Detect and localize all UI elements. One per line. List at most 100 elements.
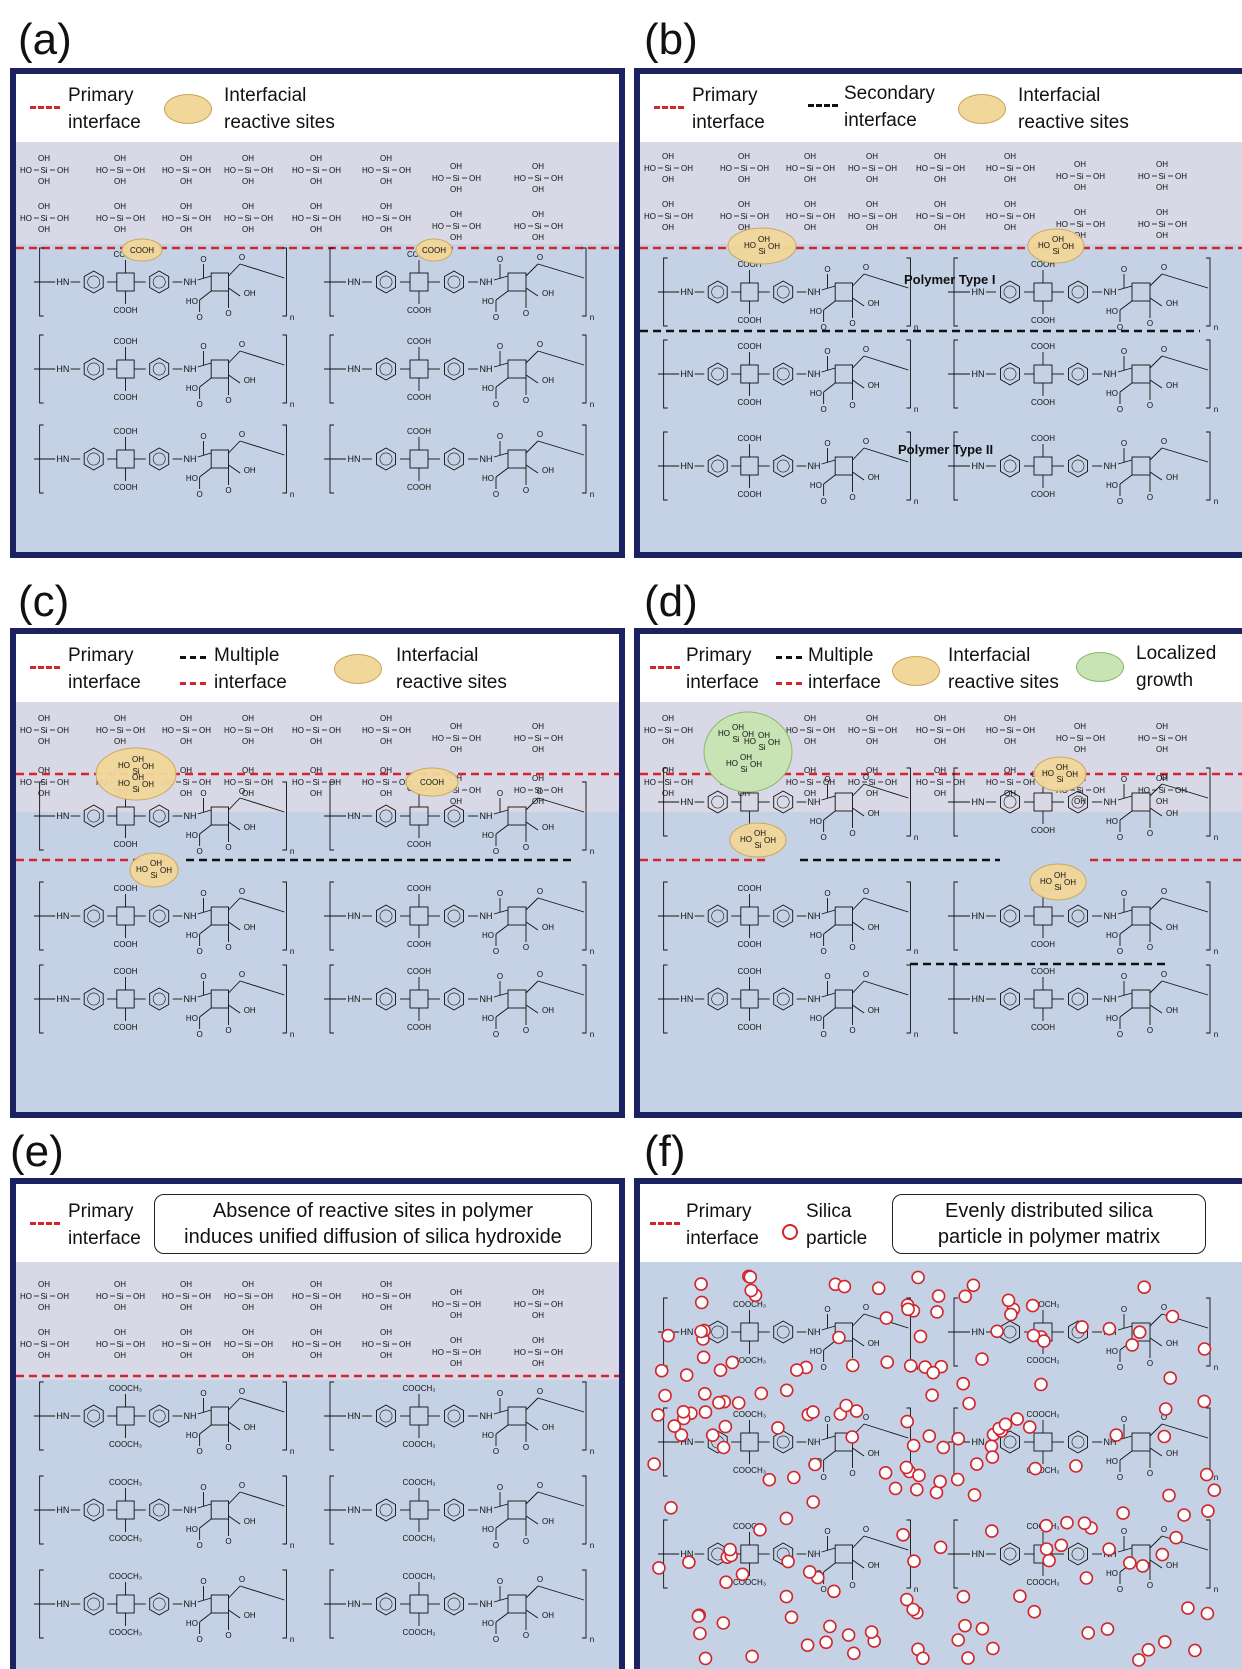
chem-label: OH xyxy=(1004,152,1016,161)
ho-label: HO xyxy=(186,931,198,940)
chem-label: HO xyxy=(644,726,656,735)
chem-label: OH xyxy=(242,177,254,186)
chem-label: Si xyxy=(1076,734,1083,743)
bond xyxy=(239,797,285,813)
site-label: OH xyxy=(764,836,776,845)
multiple-interface-swatch-black xyxy=(776,656,802,659)
chem-label: OH xyxy=(199,778,211,787)
aromatic-circle xyxy=(711,795,725,809)
carbonyl-o: O xyxy=(1117,323,1123,332)
hn-label: HN xyxy=(972,461,985,471)
chem-label: OH xyxy=(380,714,392,723)
chem-label: HO xyxy=(848,164,860,173)
bond xyxy=(525,1004,539,1014)
chem-label: OH xyxy=(380,789,392,798)
chem-label: HO xyxy=(1138,172,1150,181)
chem-label: OH xyxy=(450,1311,462,1320)
benzene-ring xyxy=(1000,790,1020,814)
chem-label: Si xyxy=(452,1300,459,1309)
bottom-substituent: COOH xyxy=(737,1023,761,1032)
oh-label: OH xyxy=(868,923,880,932)
oh-label: OH xyxy=(1166,381,1178,390)
bond xyxy=(821,909,836,915)
chem-label: Si xyxy=(452,222,459,231)
carbonyl-o: O xyxy=(1117,1585,1123,1594)
nh-label: NH xyxy=(808,1437,821,1447)
bond xyxy=(852,1004,865,1014)
chem-label: HO xyxy=(20,166,32,175)
aromatic-circle xyxy=(776,367,790,381)
top-substituent: COOH xyxy=(737,342,761,351)
benzene-ring xyxy=(773,987,794,1011)
silica-particle xyxy=(926,1365,941,1380)
ho-label: HO xyxy=(810,1014,822,1023)
carbonyl-o: O xyxy=(497,342,503,351)
repeat-n: n xyxy=(290,1030,294,1039)
chem-label: OH xyxy=(1156,745,1168,754)
chem-label: OH xyxy=(934,737,946,746)
bottom-substituent: COOH xyxy=(1031,826,1055,835)
chem-label: HO xyxy=(916,778,928,787)
chem-label: Si xyxy=(868,212,875,221)
bond xyxy=(852,355,865,369)
silica-particle xyxy=(806,1405,820,1419)
nh-label: NH xyxy=(480,454,493,464)
bond xyxy=(537,797,585,813)
carbonyl-o: O xyxy=(1161,1413,1167,1422)
silica-particle xyxy=(1188,1643,1202,1658)
chem-label: Si xyxy=(806,164,813,173)
benzene-ring xyxy=(773,362,794,386)
chem-label: Si xyxy=(182,214,189,223)
chem-label: OH xyxy=(1156,160,1168,169)
bracket-right xyxy=(906,431,911,501)
silica-particle xyxy=(712,1395,726,1410)
carbonyl-o: O xyxy=(197,1447,203,1456)
oh-label: OH xyxy=(1166,1449,1178,1458)
aromatic-circle xyxy=(87,1503,101,1517)
cyclobutane-2 xyxy=(507,906,527,926)
chem-label: OH xyxy=(114,225,126,234)
bond xyxy=(821,459,836,465)
top-substituent: COOH xyxy=(1031,260,1055,269)
silica-particle xyxy=(950,1472,965,1487)
silica-particle xyxy=(839,1398,853,1413)
panel-f: Primary interface Silica particle Evenly… xyxy=(634,1178,1242,1669)
chem-label: Si xyxy=(740,212,747,221)
benzene-ring xyxy=(1068,1430,1088,1454)
chem-label: OH xyxy=(866,200,878,209)
chem-label: OH xyxy=(180,1328,192,1337)
bracket-right xyxy=(1206,1519,1211,1589)
ho-label: HO xyxy=(482,297,494,306)
benzene-ring xyxy=(773,904,794,928)
repeat-n: n xyxy=(914,323,918,332)
silica-particle xyxy=(1042,1553,1056,1568)
hn-label: HN xyxy=(972,1327,985,1337)
bond xyxy=(1161,447,1209,463)
bottom-substituent: COOH xyxy=(113,393,137,402)
benzene-ring xyxy=(707,1320,728,1344)
chem-label: HO xyxy=(432,174,444,183)
chem-label: OH xyxy=(1004,223,1016,232)
ho-label: HO xyxy=(186,474,198,483)
aromatic-circle xyxy=(1003,285,1017,299)
oh-label: OH xyxy=(1166,1561,1178,1570)
cyclobutane xyxy=(409,1406,429,1426)
panel-b: Primary interface Secondary interface In… xyxy=(634,68,1242,558)
carbonyl-o: O xyxy=(537,787,543,796)
silica-particle xyxy=(837,1279,852,1294)
hn-label: HN xyxy=(972,994,985,1004)
bottom-substituent: COOH xyxy=(407,1023,431,1032)
bond xyxy=(199,924,212,935)
hn-label: HN xyxy=(972,1549,985,1559)
hn-label: HN xyxy=(348,1599,361,1609)
chem-label: Si xyxy=(1006,726,1013,735)
